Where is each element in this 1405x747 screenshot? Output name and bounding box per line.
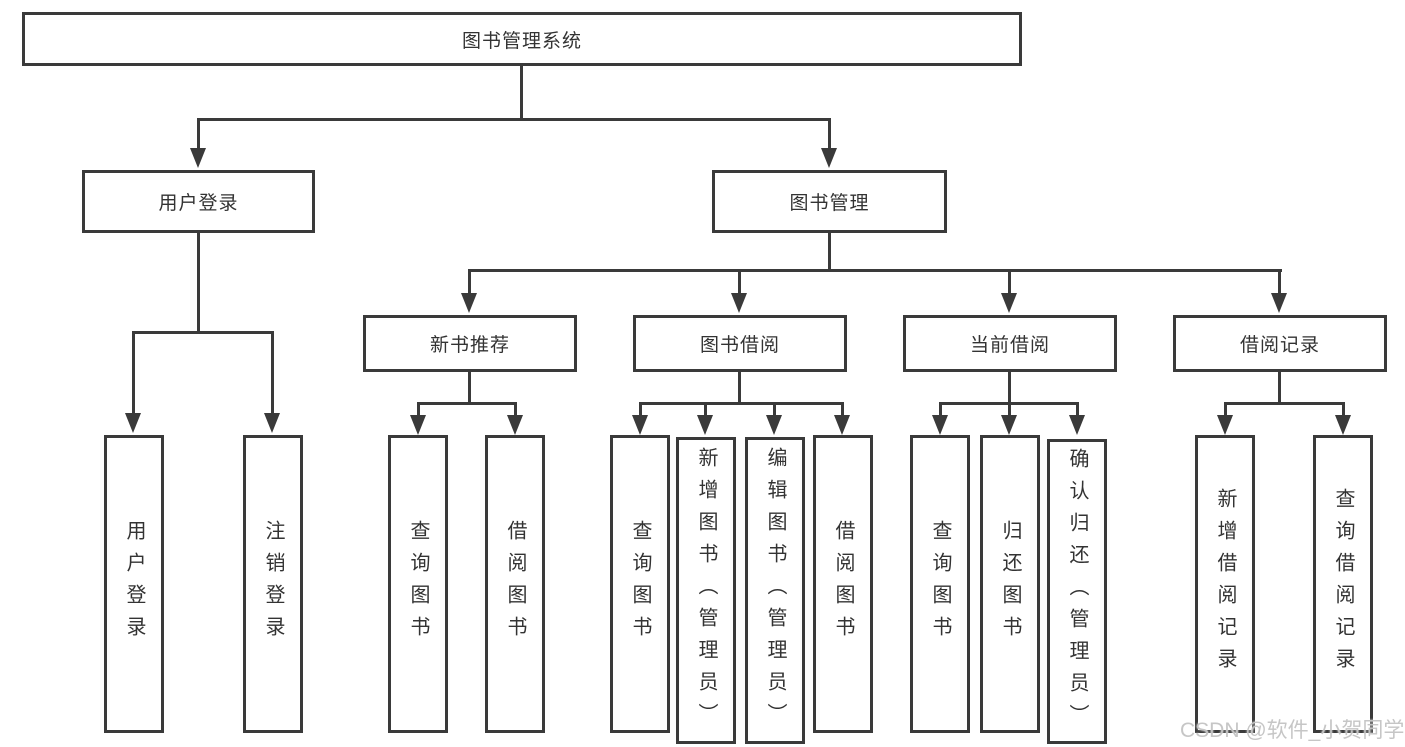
arrow-down-icon	[697, 415, 713, 435]
arrow-down-icon	[1335, 415, 1351, 435]
leaf-add-borrow-record-label: 新增借阅记录	[1214, 488, 1236, 680]
connector-segment	[197, 118, 200, 150]
node-new-book-recommend-label: 新书推荐	[429, 335, 510, 356]
connector-segment	[132, 331, 135, 415]
arrow-down-icon	[834, 415, 850, 435]
leaf-query-books-recommend-label: 查询图书	[407, 520, 429, 648]
arrow-down-icon	[1069, 415, 1085, 435]
leaf-add-books-admin-label: 新增图书（管理员）	[695, 446, 717, 735]
node-book-management: 图书管理	[712, 170, 947, 233]
leaf-user-login: 用户登录	[104, 435, 164, 733]
arrow-down-icon	[125, 413, 141, 433]
node-current-borrowing: 当前借阅	[903, 315, 1117, 372]
connector-segment	[841, 402, 844, 417]
node-borrowing-records: 借阅记录	[1173, 315, 1387, 372]
connector-segment	[417, 402, 420, 417]
connector-segment	[828, 118, 831, 150]
node-book-management-label: 图书管理	[789, 193, 870, 214]
leaf-query-books-borrowing-label: 查询图书	[629, 520, 651, 648]
connector-segment	[520, 66, 523, 120]
leaf-user-login-label: 用户登录	[123, 520, 145, 648]
connector-segment	[1224, 402, 1227, 417]
leaf-confirm-return-admin: 确认归还（管理员）	[1047, 439, 1107, 744]
connector-segment	[1008, 402, 1011, 417]
connector-segment	[738, 372, 741, 404]
node-current-borrowing-label: 当前借阅	[969, 335, 1050, 356]
leaf-borrow-books-recommend-label: 借阅图书	[504, 520, 526, 648]
connector-segment	[468, 269, 471, 295]
arrow-down-icon	[932, 415, 948, 435]
leaf-add-borrow-record: 新增借阅记录	[1195, 435, 1255, 733]
connector-segment	[1224, 402, 1344, 405]
leaf-logout-label: 注销登录	[262, 520, 284, 648]
connector-segment	[514, 402, 517, 417]
node-book-borrowing: 图书借阅	[633, 315, 847, 372]
connector-segment	[132, 331, 274, 334]
arrow-down-icon	[632, 415, 648, 435]
connector-segment	[468, 372, 471, 404]
arrow-down-icon	[190, 148, 206, 168]
leaf-query-books-recommend: 查询图书	[388, 435, 448, 733]
arrow-down-icon	[264, 413, 280, 433]
connector-segment	[271, 331, 274, 415]
leaf-borrow-books-borrowing-label: 借阅图书	[832, 520, 854, 648]
connector-segment	[1076, 402, 1079, 417]
arrow-down-icon	[821, 148, 837, 168]
connector-segment	[468, 269, 1282, 272]
node-new-book-recommend: 新书推荐	[363, 315, 577, 372]
arrow-down-icon	[1217, 415, 1233, 435]
arrow-down-icon	[766, 415, 782, 435]
leaf-query-books-borrowing: 查询图书	[610, 435, 670, 733]
leaf-edit-books-admin-label: 编辑图书（管理员）	[764, 446, 786, 735]
leaf-return-books-label: 归还图书	[999, 520, 1021, 648]
arrow-down-icon	[461, 293, 477, 313]
connector-segment	[197, 233, 200, 333]
leaf-borrow-books-recommend: 借阅图书	[485, 435, 545, 733]
node-root-label: 图书管理系统	[461, 30, 582, 52]
arrow-down-icon	[507, 415, 523, 435]
leaf-logout: 注销登录	[243, 435, 303, 733]
node-book-borrowing-label: 图书借阅	[699, 335, 780, 356]
connector-segment	[197, 118, 831, 121]
arrow-down-icon	[731, 293, 747, 313]
node-borrowing-records-label: 借阅记录	[1239, 335, 1320, 356]
connector-segment	[1342, 402, 1345, 417]
connector-segment	[828, 233, 831, 271]
connector-segment	[639, 402, 844, 405]
leaf-confirm-return-admin-label: 确认归还（管理员）	[1066, 447, 1088, 736]
leaf-add-books-admin: 新增图书（管理员）	[676, 437, 736, 744]
arrow-down-icon	[410, 415, 426, 435]
connector-segment	[417, 402, 517, 405]
leaf-edit-books-admin: 编辑图书（管理员）	[745, 437, 805, 744]
connector-segment	[704, 402, 707, 417]
csdn-watermark: CSDN @软件_小贺同学	[1180, 719, 1405, 742]
node-user-login-label: 用户登录	[158, 193, 239, 214]
connector-segment	[773, 402, 776, 417]
arrow-down-icon	[1271, 293, 1287, 313]
leaf-query-books-current: 查询图书	[910, 435, 970, 733]
connector-segment	[1008, 269, 1011, 295]
node-user-login: 用户登录	[82, 170, 315, 233]
arrow-down-icon	[1001, 293, 1017, 313]
leaf-borrow-books-borrowing: 借阅图书	[813, 435, 873, 733]
node-root: 图书管理系统	[22, 12, 1022, 66]
leaf-query-borrow-record: 查询借阅记录	[1313, 435, 1373, 733]
connector-segment	[639, 402, 642, 417]
connector-segment	[1278, 269, 1281, 295]
leaf-return-books: 归还图书	[980, 435, 1040, 733]
connector-segment	[1008, 372, 1011, 404]
connector-segment	[1278, 372, 1281, 404]
arrow-down-icon	[1001, 415, 1017, 435]
leaf-query-borrow-record-label: 查询借阅记录	[1332, 488, 1354, 680]
connector-segment	[738, 269, 741, 295]
leaf-query-books-current-label: 查询图书	[929, 520, 951, 648]
connector-segment	[939, 402, 942, 417]
